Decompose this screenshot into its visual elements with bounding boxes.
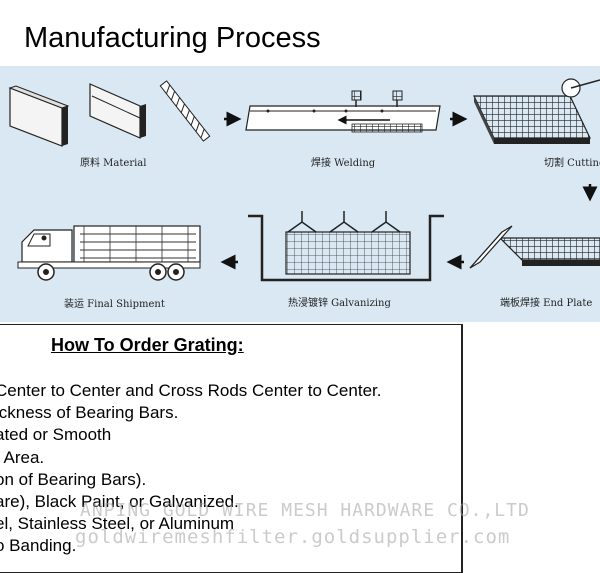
order-heading: How To Order Grating: [51,335,244,355]
step-label-material: 原料 Material [80,158,147,169]
order-item: ated or Smooth [0,425,112,445]
end-plate-illustration [469,225,600,269]
galvanizing-illustration [248,211,444,282]
page-title: Manufacturing Process [24,22,321,54]
step-label-welding: 焊接 Welding [311,158,376,169]
process-illustration [8,78,600,282]
order-item: are), Black Paint, or Galvanized. [0,492,239,512]
order-item: o Banding. [0,536,77,556]
step-label-galvanizing: 热浸镀锌 Galvanizing [288,298,391,309]
material-illustration [8,80,211,147]
order-list: Center to Center and Cross Rods Center t… [0,380,381,558]
order-item: el, Stainless Steel, or Aluminum [0,514,235,534]
order-item: Center to Center and Cross Rods Center t… [0,381,382,400]
cutting-illustration [473,78,600,144]
order-item: ickness of Bearing Bars. [0,403,179,423]
order-instructions-box: How To Order Grating: Center to Center a… [0,324,463,573]
step-label-cutting: 切割 Cutting [544,158,600,169]
truck-illustration [17,225,201,281]
step-label-end-plate: 端板焊接 End Plate [500,298,593,309]
order-item: on of Bearing Bars). [0,469,147,489]
process-diagram: 原料 Material 焊接 Welding 切割 Cutting 端板焊接 E… [0,66,600,322]
order-item: f Area. [0,447,45,467]
welding-illustration [245,90,441,133]
step-label-final-shipment: 装运 Final Shipment [64,299,165,310]
